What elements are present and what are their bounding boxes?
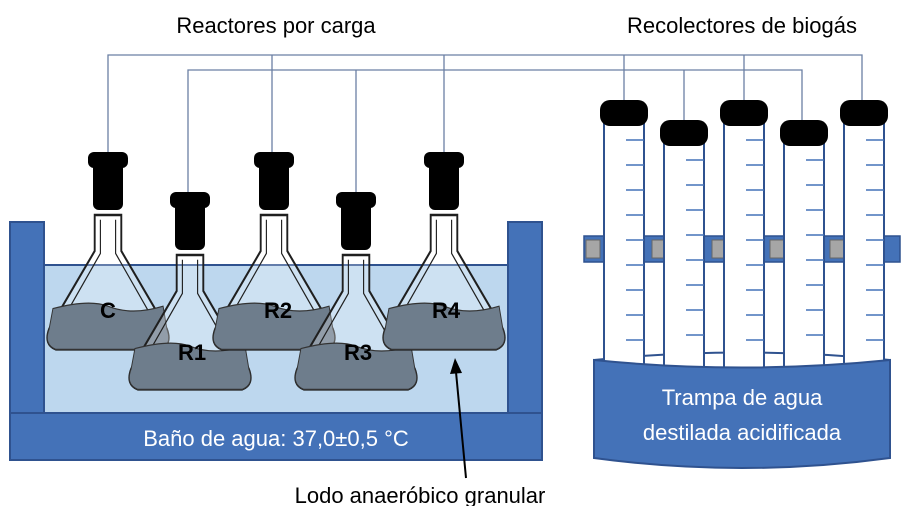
flask-label-r3: R3 bbox=[344, 340, 372, 365]
collector-tube-5 bbox=[840, 100, 888, 381]
trap-label-line1: Trampa de agua bbox=[662, 385, 823, 410]
flask-r2: R2 bbox=[212, 152, 336, 351]
reactors-title: Reactores por carga bbox=[176, 13, 376, 38]
tubing-upper bbox=[107, 54, 863, 155]
flask-label-r4: R4 bbox=[432, 298, 461, 323]
flask-r4: R4 bbox=[382, 152, 506, 351]
tubing-lower bbox=[187, 69, 803, 193]
collectors-title: Recolectores de biogás bbox=[627, 13, 857, 38]
collector-tube-3 bbox=[720, 100, 768, 381]
flask-r3: R3 bbox=[294, 192, 418, 391]
trap-tub bbox=[593, 358, 891, 469]
sludge-label: Lodo anaeróbico granular bbox=[295, 483, 546, 506]
tubing-lines bbox=[107, 54, 863, 193]
collector-tube-2 bbox=[660, 120, 708, 381]
collector-cap-2 bbox=[660, 120, 708, 146]
bath-base bbox=[9, 412, 543, 461]
collector-tube-4 bbox=[780, 120, 828, 381]
clamp-pads bbox=[585, 239, 845, 259]
flask-c: C bbox=[46, 152, 170, 351]
sludge-arrow bbox=[450, 358, 467, 479]
collector-cap-1 bbox=[600, 100, 648, 126]
collector-tube-1 bbox=[600, 100, 648, 381]
flask-label-r2: R2 bbox=[264, 298, 292, 323]
flask-r1: R1 bbox=[128, 192, 252, 391]
collector-cap-4 bbox=[780, 120, 828, 146]
collector-cap-5 bbox=[840, 100, 888, 126]
water-bath-label: Baño de agua: 37,0±0,5 °C bbox=[143, 426, 409, 451]
flask-label-c: C bbox=[100, 298, 116, 323]
trap-label-line2: destilada acidificada bbox=[643, 420, 842, 445]
collector-cap-3 bbox=[720, 100, 768, 126]
flask-label-r1: R1 bbox=[178, 340, 206, 365]
water-trap: Trampa de agua destilada acidificada bbox=[583, 100, 901, 469]
